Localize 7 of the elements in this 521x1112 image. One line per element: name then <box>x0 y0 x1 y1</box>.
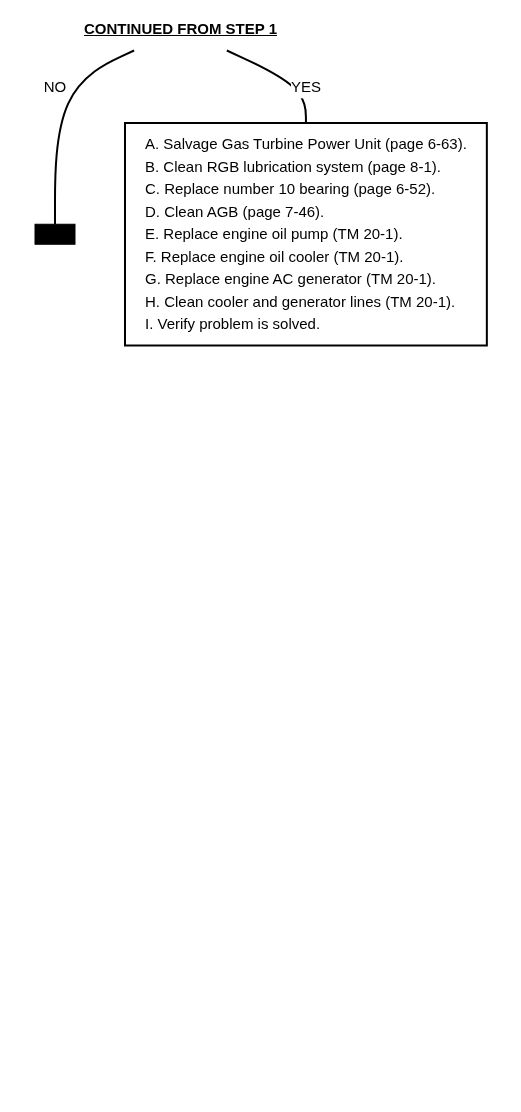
edge-label: YES <box>290 77 321 95</box>
node-bar <box>34 223 76 245</box>
node-box: A. Salvage Gas Turbine Power Unit (page 6-63). B. Clean RGB lubrication system (page 8-1). C. Replace number 10 bearing (page 6-52). D. Clean AGB (page 7-46). E. Replace engine oil pump (TM 20-1). F. Replace engine oil cooler (TM 20-1). G. Replace engine AC generator (TM 20-1). H. Clean cooler and generator lines (TM 20-1). I. Verify problem is solved. <box>123 122 488 347</box>
connector <box>225 49 307 124</box>
edge-label: NO <box>43 77 66 95</box>
connector <box>53 49 135 226</box>
node-text: CONTINUED FROM STEP 1 <box>83 20 277 37</box>
